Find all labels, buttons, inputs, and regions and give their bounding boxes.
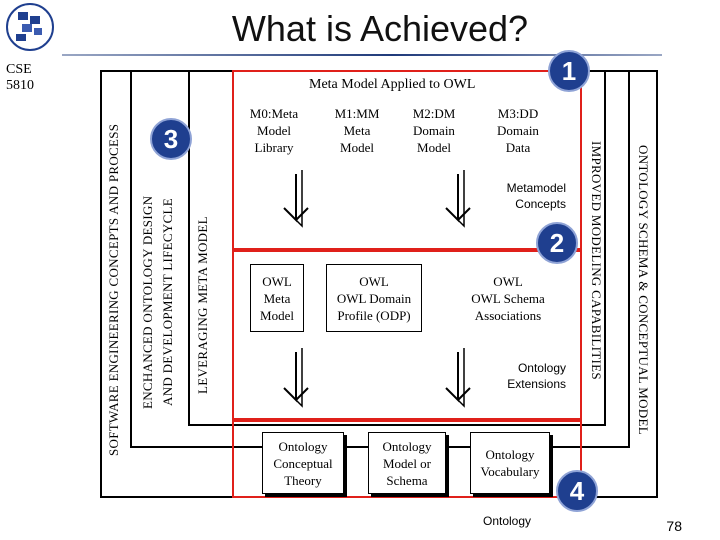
m2-text: M2:DM Domain Model bbox=[412, 105, 456, 155]
label-software-engineering: SOFTWARE ENGINEERING CONCEPTS AND PROCES… bbox=[106, 123, 121, 457]
metamodel-concepts-text: Metamodel Concepts bbox=[506, 181, 566, 211]
m0-text: M0:Meta Model Library bbox=[249, 105, 299, 155]
owl-schema-associations-text: OWL OWL Schema Associations bbox=[471, 273, 545, 323]
label-ontology-schema: ONTOLOGY SCHEMA & CONCEPTUAL MODEL bbox=[636, 145, 651, 435]
badge-4: 4 bbox=[556, 470, 598, 512]
m0-meta-model-library: M0:Meta Model Library bbox=[238, 100, 310, 160]
ontology-extensions-text: Ontology Extensions bbox=[507, 361, 566, 391]
course-code: CSE 5810 bbox=[6, 62, 34, 93]
owl-domain-profile-text: OWL OWL Domain Profile (ODP) bbox=[336, 273, 412, 323]
arrows-row2-row3 bbox=[283, 348, 471, 408]
page-title: What is Achieved? bbox=[231, 8, 529, 49]
ontology-vocabulary: Ontology Vocabulary bbox=[470, 432, 550, 494]
red-frame-owl bbox=[232, 250, 582, 420]
owl-domain-profile: OWL OWL Domain Profile (ODP) bbox=[326, 264, 422, 332]
label-enhanced-design-text: ENCHANCED ONTOLOGY DESIGN AND DEVELOPMEN… bbox=[140, 195, 175, 409]
red-frame-meta-model bbox=[232, 70, 582, 250]
m1-meta-model: M1:MM Meta Model bbox=[322, 100, 392, 160]
arrows-row1-row2 bbox=[283, 170, 471, 228]
metamodel-concepts-note: Metamodel Concepts bbox=[488, 180, 566, 212]
m2-domain-model: M2:DM Domain Model bbox=[398, 100, 470, 160]
owl-meta-model: OWL Meta Model bbox=[250, 264, 304, 332]
university-logo-icon bbox=[4, 2, 56, 52]
label-improved-modeling: IMPROVED MODELING CAPABILITIES bbox=[589, 140, 604, 380]
owl-meta-model-text: OWL Meta Model bbox=[260, 273, 294, 323]
meta-model-applied-label: Meta Model Applied to OWL bbox=[305, 77, 480, 93]
title-divider bbox=[62, 54, 662, 56]
badge-3: 3 bbox=[150, 118, 192, 160]
page-number: 78 bbox=[666, 518, 682, 534]
m3-domain-data: M3:DD Domain Data bbox=[482, 100, 554, 160]
red-frame-ontology bbox=[232, 420, 582, 498]
ontology-model-schema-text: Ontology Model or Schema bbox=[382, 438, 432, 488]
label-leveraging-meta-model: LEVERAGING META MODEL bbox=[195, 216, 210, 394]
badge-2: 2 bbox=[536, 222, 578, 264]
owl-schema-associations: OWL OWL Schema Associations bbox=[446, 264, 570, 332]
ontology-conceptual-theory: Ontology Conceptual Theory bbox=[262, 432, 344, 494]
ontology-model-schema: Ontology Model or Schema bbox=[368, 432, 446, 494]
ontology-extensions-note: Ontology Extensions bbox=[488, 360, 566, 392]
m1-text: M1:MM Meta Model bbox=[334, 105, 380, 155]
badge-1: 1 bbox=[548, 50, 590, 92]
ontology-bottom-label: Ontology bbox=[483, 514, 532, 528]
label-enhanced-design: ENCHANCED ONTOLOGY DESIGN AND DEVELOPMEN… bbox=[132, 162, 184, 442]
m3-text: M3:DD Domain Data bbox=[497, 105, 539, 155]
ontology-conceptual-theory-text: Ontology Conceptual Theory bbox=[273, 438, 333, 488]
ontology-vocabulary-text: Ontology Vocabulary bbox=[480, 447, 540, 479]
